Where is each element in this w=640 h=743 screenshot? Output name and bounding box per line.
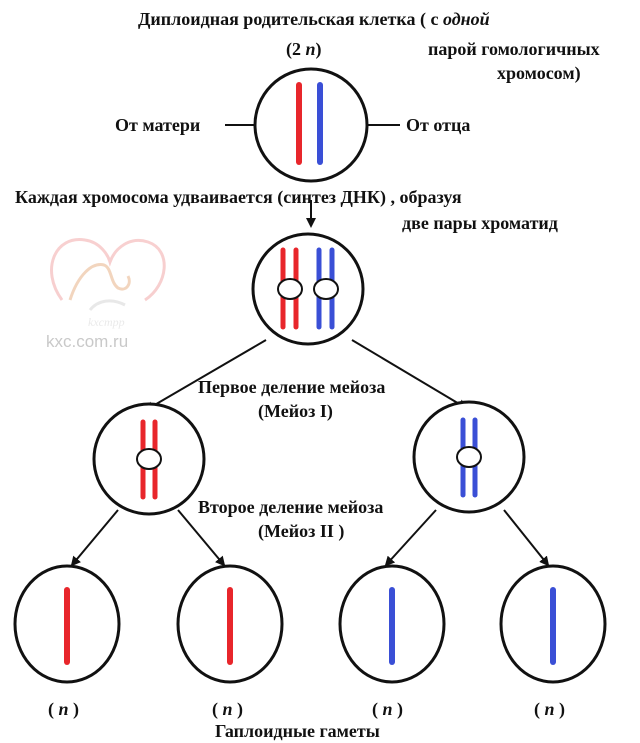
replication-line-1: Каждая хромосома удваивается (синтез ДНК…	[15, 187, 462, 207]
maternal-centromere	[277, 278, 303, 300]
ploidy-label: (2 n)	[286, 38, 322, 60]
parent-cell	[253, 67, 369, 183]
gamete-cell-1	[13, 564, 121, 684]
svg-text:kxcmpp: kxcmpp	[88, 315, 125, 329]
replication-line-2: две пары хроматид	[402, 213, 558, 233]
ploidy-open: (2	[286, 39, 306, 59]
daughter-cell-paternal	[412, 400, 526, 514]
paternal-centromere	[313, 278, 339, 300]
replicated-cell	[251, 232, 365, 346]
gamete-label-4: ( n )	[534, 699, 566, 719]
watermark-text: kxc.com.ru	[46, 332, 129, 351]
arrow-meiosis1-right	[351, 339, 468, 410]
gamete-label-3: ( n )	[372, 699, 404, 719]
arrow-gamete-1	[70, 509, 119, 567]
title-prefix: Диплоидная родительская клетка ( с	[138, 9, 443, 29]
meiosis2-line-1: Второе деление мейоза	[198, 497, 384, 517]
title-line-3: хромосом)	[497, 63, 581, 83]
gamete-label-2: ( n )	[212, 699, 244, 719]
ploidy-close: )	[315, 39, 322, 59]
meiosis1-line-1: Первое деление мейоза	[198, 377, 386, 397]
gamete-cell-3	[338, 564, 446, 684]
ploidy-n: n	[305, 39, 316, 59]
title-line-2: парой гомологичных	[428, 39, 600, 59]
watermark-logo: kxcmpp	[50, 238, 166, 329]
arrow-gamete-2	[177, 509, 226, 567]
gamete-label-1: ( n )	[48, 699, 80, 719]
gamete-cell-4	[499, 564, 607, 684]
title-line-1: Диплоидная родительская клетка ( с одной	[138, 8, 490, 30]
arrow-gamete-3	[384, 509, 437, 567]
arrow-meiosis1-left	[144, 339, 267, 412]
footer-caption: Гаплоидные гаметы	[215, 721, 380, 741]
meiosis2-line-2: (Мейоз II )	[258, 521, 345, 541]
meiosis1-line-2: (Мейоз I)	[258, 401, 333, 421]
from-mother-label: От матери	[115, 115, 201, 135]
title-emphasis: одной	[442, 9, 490, 29]
arrow-gamete-4	[503, 509, 550, 567]
daughter-cell-maternal	[92, 402, 206, 516]
gamete-cell-2	[176, 564, 284, 684]
from-father-label: От отца	[406, 115, 471, 135]
